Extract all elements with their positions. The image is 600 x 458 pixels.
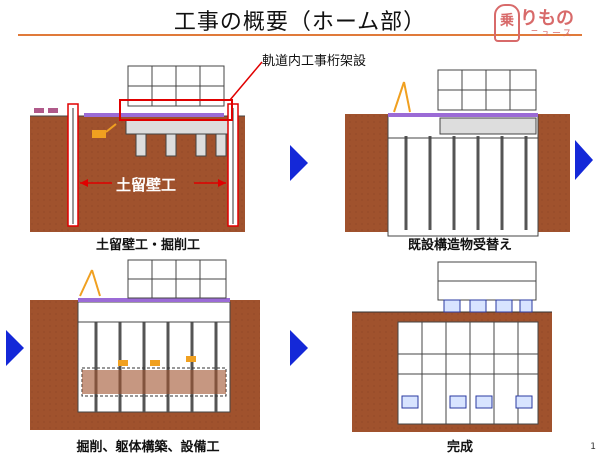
station-building-4 [437,261,537,301]
girder-callout-label: 軌道内工事桁架設 [262,54,367,69]
girder-callout-box [119,99,233,121]
piles-3 [94,322,218,412]
trains-upper [443,299,533,313]
station-building-2 [437,69,537,111]
retaining-wall-label: 土留壁工 [116,176,177,194]
track-3 [78,298,230,302]
caption-step-3: 掘削、躯体構築、設備工 [76,440,220,455]
logo-mark: 乗 [494,4,520,42]
cars-1 [34,108,58,113]
excavator-1 [92,123,117,138]
track-2 [388,113,538,117]
brand-logo: 乗 りもの ニュース [494,2,594,42]
logo-text: りもの [520,8,574,29]
existing-structure-1 [125,119,235,157]
arrow-step-1-to-2 [290,145,308,181]
panel-step-4 [352,261,552,432]
piles-2 [404,136,528,230]
logo-subtext: ニュース [530,29,574,39]
track-1 [84,113,224,117]
trains-lower [401,395,533,409]
excavators-3 [118,356,196,366]
panel-step-1 [30,61,263,232]
page-number: 1 [590,442,596,452]
page-title: 工事の概要（ホーム部） [173,10,427,35]
caption-step-2: 既設構造物受替え [407,238,512,253]
crane-3 [79,269,101,297]
arrow-step-2-to-3 [575,140,593,180]
existing-structure-2 [439,117,537,135]
structure-grid-4 [398,322,538,424]
panel-step-2 [345,69,570,237]
completed-structure [397,321,539,425]
arrow-step-3-to-4 [290,330,308,366]
caption-step-1: 土留壁工・掘削工 [95,238,200,253]
crane-2 [393,81,411,113]
station-building-3 [127,259,227,299]
arrow-step-2-to-3-continued [6,330,24,366]
title-rule [18,34,582,36]
caption-step-4: 完成 [446,440,473,455]
panel-step-3 [30,259,260,430]
